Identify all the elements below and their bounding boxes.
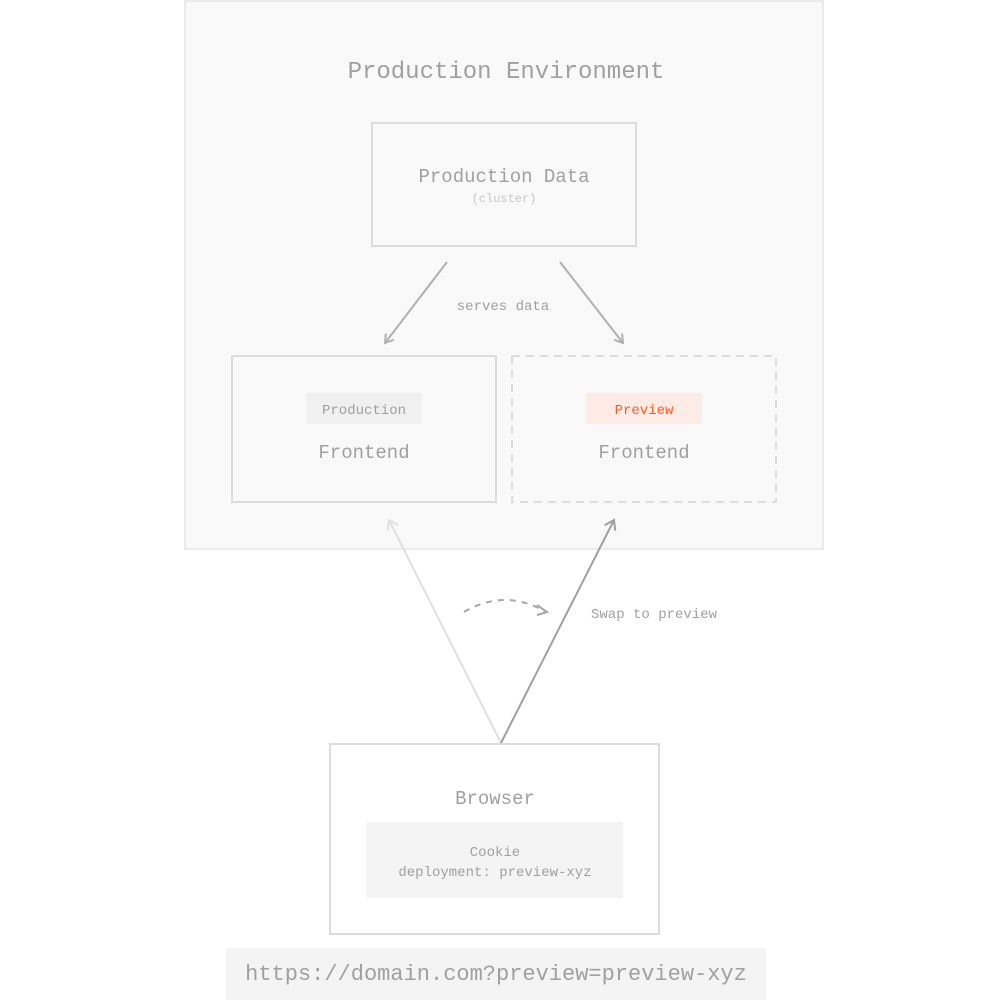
browser-to-preview-arrow [500,518,617,744]
production-data-node: Production Data (cluster) [371,122,637,247]
serves-arrow-production [383,261,448,345]
browser-node: Browser Cookie deployment: preview-xyz [329,743,660,935]
cookie-value: deployment: preview-xyz [398,865,591,881]
swap-label: Swap to preview [591,607,718,623]
preview-frontend-title: Frontend [598,442,689,464]
url-text: https://domain.com?preview=preview-xyz [245,962,747,987]
cookie-box [366,822,623,898]
production-frontend-node: Production Frontend [231,355,497,503]
serves-arrow-preview [559,261,625,345]
environment-title: Production Environment [348,59,665,86]
swap-curve-arrow [463,599,547,613]
production-data-title: Production Data [418,166,589,188]
cookie-label: Cookie [470,845,520,861]
serves-data-label: serves data [457,299,549,315]
production-badge [306,393,422,424]
url-bar: https://domain.com?preview=preview-xyz [226,948,766,1000]
browser-title: Browser [455,788,535,810]
production-frontend-title: Frontend [318,442,409,464]
preview-badge [586,393,702,424]
preview-badge-label: Preview [615,403,674,419]
production-badge-label: Production [322,403,406,419]
swap-arrowhead-icon [536,604,550,616]
production-data-subtitle: (cluster) [472,192,537,206]
browser-to-production-arrow [386,518,502,744]
preview-frontend-node: Preview Frontend [511,355,777,503]
